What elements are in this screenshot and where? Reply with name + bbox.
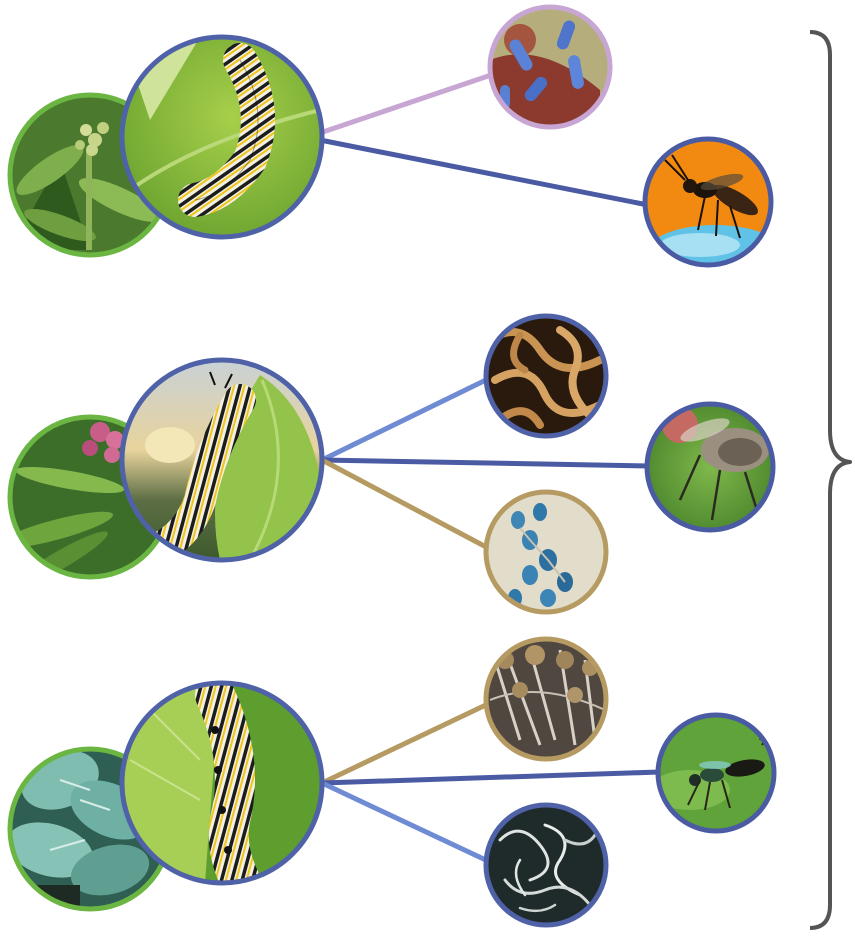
- nematode-micrograph: [486, 316, 606, 436]
- yeast-spores-micrograph: [486, 492, 606, 612]
- bacteria-micrograph: [490, 7, 610, 127]
- parasitoid-wasp-photo: [645, 139, 785, 285]
- link-caterpillar1-bacteria: [320, 73, 497, 133]
- fungal-hyphae-micrograph: [486, 639, 606, 759]
- link-caterpillar1-wasp: [320, 140, 648, 205]
- link-caterpillar2-fly: [322, 460, 650, 466]
- nematode-worms-micrograph: [486, 805, 606, 925]
- group-1: [10, 7, 785, 285]
- monarch-caterpillar-on-leaf-photo: [122, 37, 322, 237]
- monarch-caterpillar-sunset-photo: [122, 360, 325, 560]
- link-caterpillar3-wasp: [322, 772, 660, 783]
- link-caterpillar2-nematode: [322, 378, 490, 460]
- monarch-caterpillar-closeup-photo: [122, 683, 322, 883]
- tachinid-fly-photo: [647, 404, 773, 530]
- link-caterpillar3-nematode: [322, 783, 490, 862]
- connector-lines: [320, 73, 660, 862]
- right-curly-brace: [810, 32, 850, 928]
- link-caterpillar2-yeast: [322, 460, 488, 548]
- parasitoid-wasp-green-photo: [650, 715, 775, 831]
- link-caterpillar3-hyphae: [322, 703, 490, 783]
- group-2: [0, 316, 773, 612]
